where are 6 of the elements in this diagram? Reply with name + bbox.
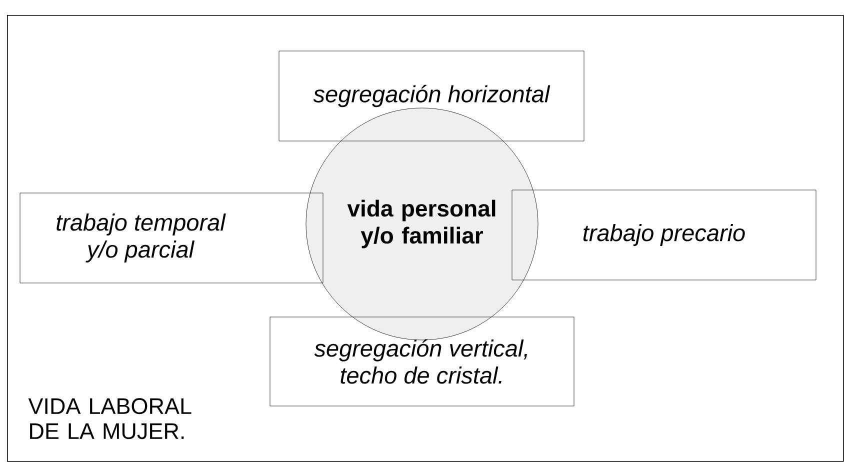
text-box: segregación vertical, techo de cristal. [270,316,574,406]
text-box: trabajo precario [512,190,816,280]
text-box: trabajo temporal y/o parcial [20,192,324,284]
diagram-title: VIDA LABORAL DE LA MUJER. [28,398,192,440]
text-box: segregación horizontal [278,50,584,142]
frame [7,15,844,462]
